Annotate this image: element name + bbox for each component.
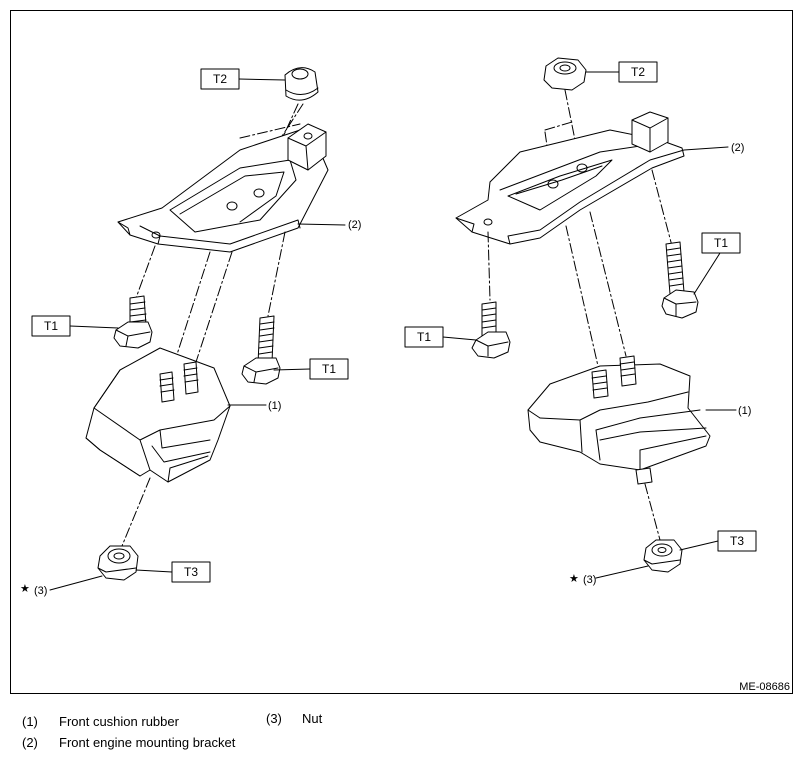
right-t1b-label: T1 <box>417 330 431 344</box>
right-assembly <box>404 57 757 579</box>
left-assembly <box>31 67 349 591</box>
right-bracket <box>455 111 685 245</box>
right-callout-2: (2) <box>731 142 744 154</box>
right-callout-3: (3) <box>583 574 596 586</box>
right-t1a-label: T1 <box>714 236 728 250</box>
left-bracket <box>117 123 329 253</box>
legend-text: Front cushion rubber <box>59 714 179 729</box>
left-star-icon: ★ <box>20 583 30 595</box>
left-t3-label: T3 <box>184 565 198 579</box>
left-cushion-rubber <box>85 347 231 483</box>
engine-mount-diagram: T2 T1 T1 T3 (2) (1) ★ (3) T2 T1 T1 T3 (2… <box>20 57 757 597</box>
right-bolt-1 <box>661 241 699 319</box>
figure-id: ME-08686 <box>739 681 790 693</box>
left-t2-label: T2 <box>213 72 227 86</box>
right-top-nut <box>543 57 587 91</box>
right-t3-label: T3 <box>730 534 744 548</box>
right-bottom-nut <box>643 539 683 573</box>
left-callout-3: (3) <box>34 585 47 597</box>
left-callout-2: (2) <box>348 219 361 231</box>
legend-text: Nut <box>302 711 323 726</box>
left-bolt-2 <box>241 315 281 385</box>
legend-number: (3) <box>266 711 282 726</box>
left-callout-1: (1) <box>268 400 281 412</box>
right-t2-label: T2 <box>631 65 645 79</box>
figure-frame <box>10 10 793 694</box>
legend-text: Front engine mounting bracket <box>59 735 236 750</box>
right-bolt-2 <box>471 301 511 359</box>
left-bolt-1 <box>113 295 153 349</box>
right-cushion-rubber <box>527 355 711 485</box>
left-top-nut <box>284 67 319 101</box>
left-t1b-label: T1 <box>322 362 336 376</box>
right-callout-1: (1) <box>738 405 751 417</box>
legend-number: (1) <box>22 714 38 729</box>
left-bottom-nut <box>97 545 139 581</box>
left-t1a-label: T1 <box>44 319 58 333</box>
legend-number: (2) <box>22 735 38 750</box>
right-star-icon: ★ <box>569 573 579 585</box>
